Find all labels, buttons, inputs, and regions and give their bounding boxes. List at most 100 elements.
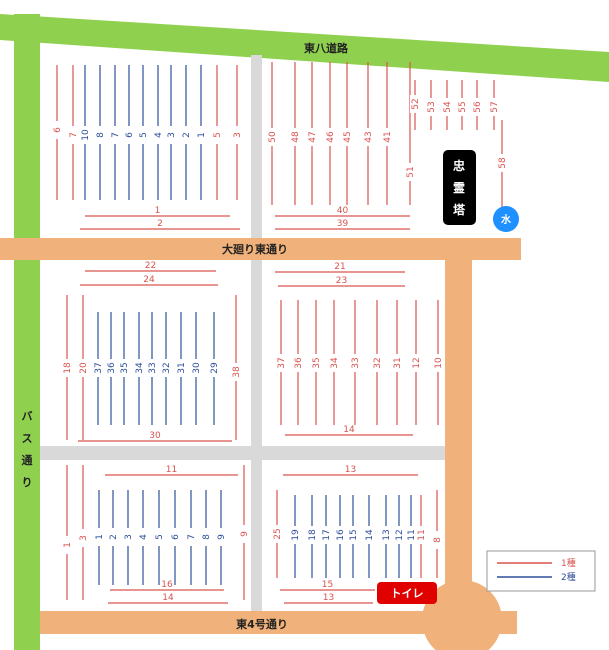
plot-row-label: 1 xyxy=(155,206,161,216)
plot-label-bg xyxy=(216,528,226,546)
plot-row-label: 22 xyxy=(145,261,156,271)
plot-row-label: 17 xyxy=(322,529,332,540)
plot-label-bg xyxy=(382,128,392,146)
road-label-middle: 大廻り東通り xyxy=(222,242,288,256)
road-bus xyxy=(14,14,40,650)
plot-label-bg xyxy=(381,526,391,544)
path-horizontal-middle xyxy=(40,446,447,460)
plot-row-label: 34 xyxy=(135,362,145,374)
legend-box xyxy=(486,550,596,592)
plot-label-bg xyxy=(272,525,282,543)
road-east-4 xyxy=(40,611,517,634)
plot-row-label: 41 xyxy=(383,131,393,142)
plot-row-label: 29 xyxy=(210,362,220,374)
plot-row-label: 25 xyxy=(273,528,283,539)
plot-row-label: 24 xyxy=(143,275,155,285)
plot-row-label: 1 xyxy=(95,534,105,540)
monument-box xyxy=(443,150,476,225)
plot-row-label: 2 xyxy=(109,534,119,540)
plot-label-bg xyxy=(497,154,507,172)
plot-row-label: 7 xyxy=(187,534,197,540)
plot-label-bg xyxy=(372,354,382,372)
plot-label-bg xyxy=(134,359,144,377)
plot-label-bg xyxy=(392,354,402,372)
toilet-marker xyxy=(377,582,437,604)
plot-row-label: 5 xyxy=(213,132,223,138)
plot-row-label: 14 xyxy=(365,529,375,541)
roads-layer xyxy=(0,14,609,650)
plot-label-bg xyxy=(307,526,317,544)
path-vertical-north xyxy=(251,55,262,238)
road-east-hachi xyxy=(0,14,609,82)
plot-label-bg xyxy=(472,98,482,116)
plot-row-label: 13 xyxy=(323,593,334,603)
plot-label-bg xyxy=(147,359,157,377)
plot-row-label: 2 xyxy=(182,132,192,138)
plot-label-bg xyxy=(406,526,416,544)
plot-label-bg xyxy=(196,126,206,144)
plot-label-bg xyxy=(110,126,120,144)
plot-row-label: 10 xyxy=(81,129,91,141)
plot-row-label: 46 xyxy=(326,131,336,143)
plot-row-label: 9 xyxy=(240,531,250,537)
plot-label-bg xyxy=(166,126,176,144)
plot-row-label: 37 xyxy=(277,357,287,368)
plot-row-label: 7 xyxy=(111,132,121,138)
plot-row-label: 6 xyxy=(171,534,181,540)
plot-row-label: 31 xyxy=(393,357,403,368)
road-east-right xyxy=(445,258,472,612)
plot-row-label: 48 xyxy=(291,131,301,143)
plot-label-bg xyxy=(78,359,88,377)
plot-row-label: 58 xyxy=(498,157,508,169)
plot-label-bg xyxy=(209,359,219,377)
plot-label-bg xyxy=(363,128,373,146)
water-label: 水 xyxy=(500,213,512,226)
plot-row-label: 8 xyxy=(433,537,443,543)
plot-label-bg xyxy=(321,526,331,544)
plot-label-bg xyxy=(231,363,241,381)
plot-row-label: 5 xyxy=(139,132,149,138)
plot-label-bg xyxy=(154,528,164,546)
plot-label-bg xyxy=(311,354,321,372)
plot-row-label: 37 xyxy=(94,362,104,373)
plot-row-label: 3 xyxy=(124,534,134,540)
plot-label-bg xyxy=(123,528,133,546)
plot-row-label: 43 xyxy=(364,131,374,142)
plot-row-label: 33 xyxy=(148,362,158,373)
plot-label-bg xyxy=(432,531,442,549)
plot-label-bg xyxy=(161,359,171,377)
path-vertical-south xyxy=(251,260,262,612)
plot-row-label: 12 xyxy=(412,357,422,368)
plot-row-label: 32 xyxy=(162,362,172,373)
plot-label-bg xyxy=(181,126,191,144)
plot-row-label: 14 xyxy=(343,425,355,435)
plot-row-label: 30 xyxy=(192,362,202,374)
road-omawari xyxy=(0,238,521,260)
plot-label-bg xyxy=(433,354,443,372)
plot-label-bg xyxy=(62,536,72,554)
plot-label-bg xyxy=(416,526,426,544)
plot-label-bg xyxy=(62,359,72,377)
plot-row-label: 53 xyxy=(427,101,437,112)
plot-label-bg xyxy=(138,126,148,144)
plot-row-label: 23 xyxy=(336,276,347,286)
plot-label-bg xyxy=(78,529,88,547)
plot-label-bg xyxy=(457,98,467,116)
plot-row-label: 56 xyxy=(473,101,483,113)
plot-row-label: 3 xyxy=(167,132,177,138)
plot-label-bg xyxy=(153,126,163,144)
plot-label-bg xyxy=(405,163,415,181)
water-icon xyxy=(493,206,519,232)
monument-label: 忠霊塔 xyxy=(453,158,466,217)
plot-label-bg xyxy=(489,98,499,116)
plot-label-bg xyxy=(108,528,118,546)
plot-row-label: 19 xyxy=(291,529,301,541)
plot-row-label: 15 xyxy=(349,529,359,540)
legend: 1種 2種 xyxy=(486,550,596,592)
plot-label-bg xyxy=(94,528,104,546)
plot-row-label: 15 xyxy=(322,580,333,590)
plot-label-bg xyxy=(335,526,345,544)
plot-row-label: 54 xyxy=(443,101,453,113)
plot-row-label: 35 xyxy=(120,362,130,373)
plot-row-label: 16 xyxy=(336,529,346,541)
